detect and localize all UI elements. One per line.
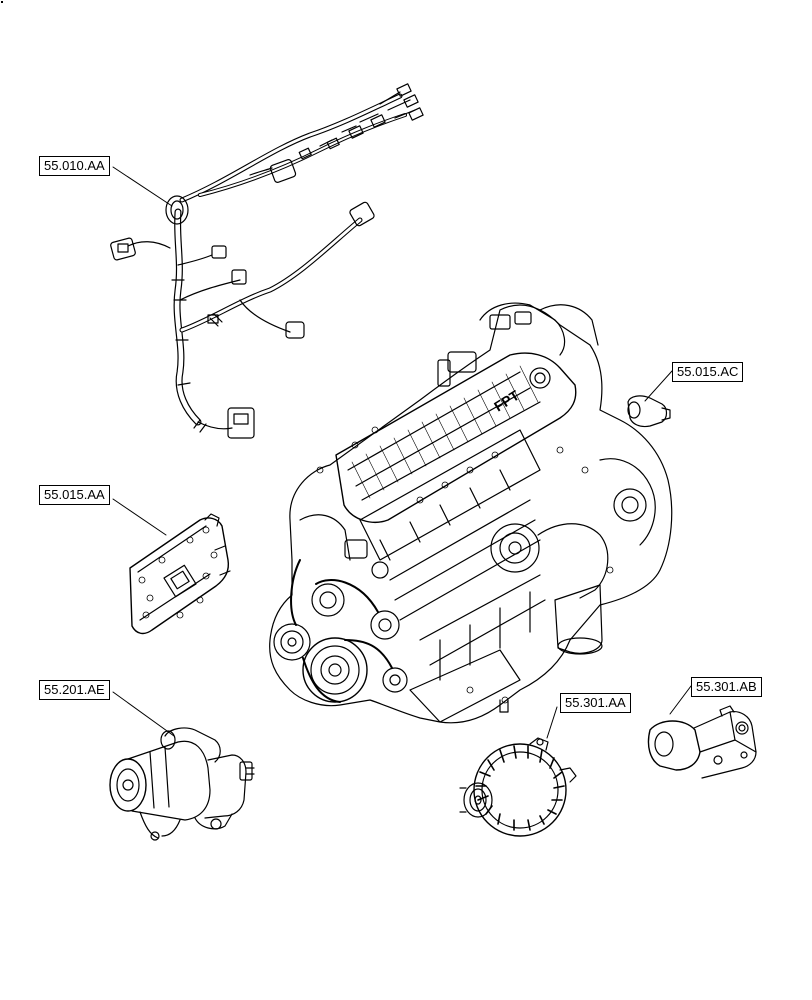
alternator-bracket-illustration: [647, 705, 757, 779]
wiring-harness-illustration: [110, 83, 424, 439]
alternator-illustration: [459, 737, 577, 837]
leader-lines: [112, 166, 692, 739]
sensor-illustration: [627, 395, 671, 428]
corner-mark: [1, 1, 3, 3]
callout-wiring-harness[interactable]: 55.010.AA: [39, 156, 110, 176]
callout-alternator[interactable]: 55.301.AA: [560, 693, 631, 713]
starter-motor-illustration: [109, 727, 255, 841]
engine-logo: FPT: [491, 387, 522, 415]
ecu-illustration: [129, 513, 231, 635]
callout-alternator-bracket[interactable]: 55.301.AB: [691, 677, 762, 697]
callout-starter[interactable]: 55.201.AE: [39, 680, 110, 700]
callout-sensor[interactable]: 55.015.AC: [672, 362, 744, 382]
engine-illustration: FPT: [269, 302, 673, 724]
callout-ecu[interactable]: 55.015.AA: [39, 485, 110, 505]
